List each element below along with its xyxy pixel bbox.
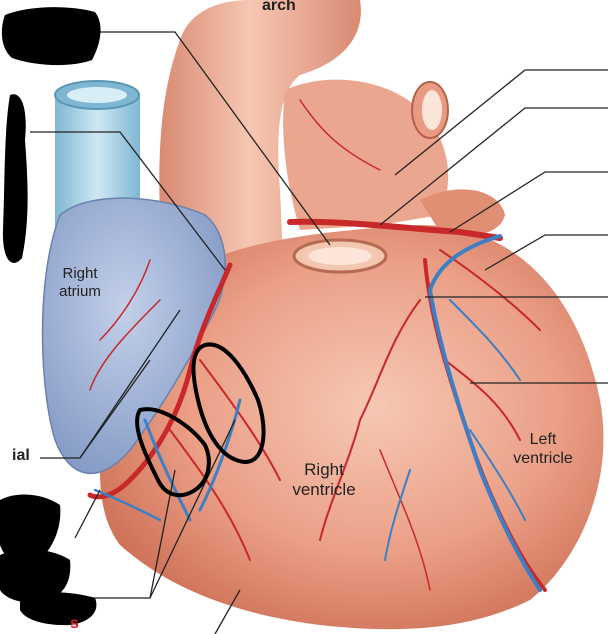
partial-red-label: s (70, 615, 79, 632)
label-right-atrium-line1: Right (62, 265, 98, 282)
label-left-ventricle-line1: Left (529, 431, 557, 448)
redaction-marks (0, 7, 101, 626)
cardiac-veins (93, 234, 542, 592)
pulmonary-trunk (283, 79, 449, 230)
vena-cava-lumen (67, 87, 127, 103)
small-cardiac-vein (198, 398, 242, 512)
label-right-atrium: Right atrium (50, 265, 110, 301)
artery-branch (319, 299, 421, 541)
leader-line (30, 131, 226, 271)
artery-branch (299, 99, 381, 171)
leader-lines (30, 31, 608, 634)
leader-line (214, 589, 241, 634)
vein-branch (469, 429, 526, 521)
artery-branch (444, 359, 521, 441)
redaction-scribble (0, 549, 71, 603)
leader-line (95, 31, 331, 246)
artery-branch (89, 299, 161, 391)
great-cardiac-vein (427, 234, 542, 592)
redaction-scribble (20, 592, 97, 626)
redaction-scribble (2, 94, 28, 263)
label-left-ventricle: Left ventricle (503, 430, 583, 468)
aorta-cut-lumen (308, 247, 372, 265)
artery-branch (439, 249, 541, 331)
artery-branch (199, 359, 281, 481)
superior-vena-cava (55, 85, 140, 230)
label-left-ventricle-line2: ventricle (513, 450, 573, 468)
right-atrium (41, 197, 226, 475)
hand-drawn-circles (135, 342, 266, 498)
artery-branch (379, 449, 431, 591)
leader-line (449, 171, 608, 233)
left-auricle (420, 189, 505, 236)
label-arch: arch (262, 0, 296, 14)
leader-line (74, 489, 101, 539)
hand-drawn-loop (135, 407, 211, 498)
vein-branch (384, 469, 411, 561)
artery-branch (169, 429, 251, 561)
left-coronary-artery (287, 218, 503, 241)
vein-branch (93, 488, 162, 522)
artery-branch (99, 259, 151, 341)
redaction-scribble (0, 494, 61, 565)
hand-drawn-loop (191, 342, 266, 465)
leader-line (394, 69, 608, 176)
right-coronary-artery (87, 262, 233, 500)
vein-branch (449, 299, 521, 381)
label-right-ventricle-line2: ventricle (292, 480, 356, 500)
label-right-ventricle: Right ventricle (284, 460, 364, 501)
pulmonary-vessel-lumen (422, 90, 442, 130)
redaction-scribble (1, 7, 101, 66)
leader-line (79, 359, 151, 459)
vein-branch (143, 418, 192, 522)
leader-line (484, 234, 608, 271)
label-right-ventricle-line1: Right (304, 460, 344, 479)
label-partial-left: ial (12, 447, 30, 464)
label-right-atrium-line2: atrium (59, 283, 101, 300)
leader-line (379, 107, 608, 226)
